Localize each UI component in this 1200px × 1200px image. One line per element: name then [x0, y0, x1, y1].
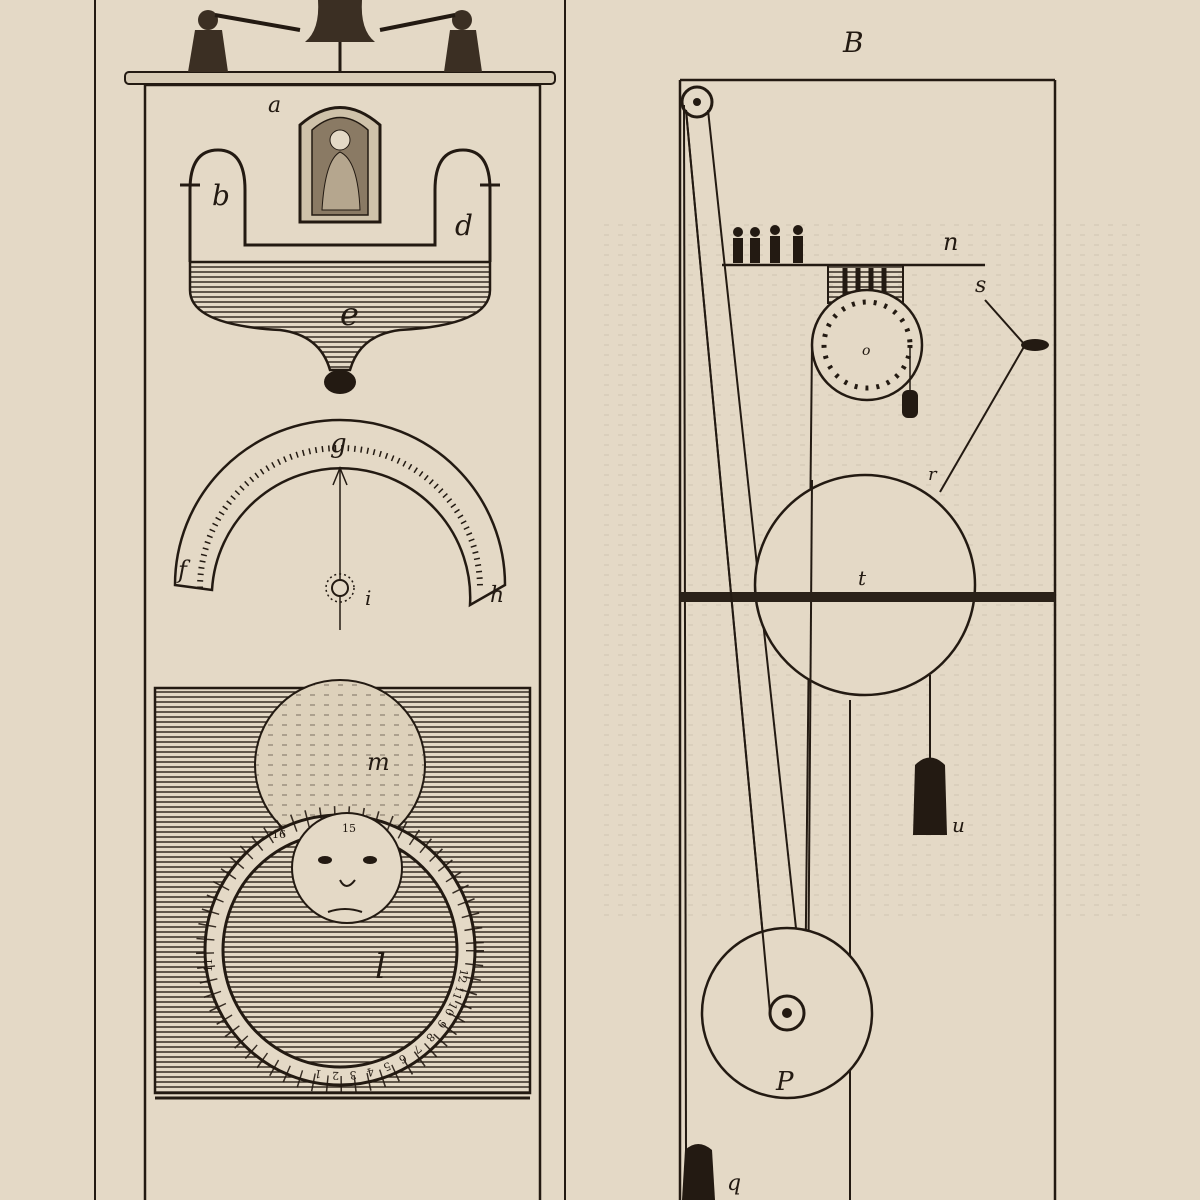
wheel-o [810, 288, 924, 402]
label-m: m [367, 748, 390, 776]
weight-u [913, 757, 947, 835]
label-n: n [943, 228, 958, 256]
label-o: o [862, 343, 870, 359]
label-i: i [365, 586, 371, 610]
small-weight [902, 390, 918, 418]
label-t: t [858, 566, 867, 590]
dial-number: 3 [349, 1068, 357, 1082]
madonna-niche [298, 106, 382, 224]
panel-title-b: B [842, 26, 864, 59]
sun-icon [331, 579, 349, 597]
dial-number-left-11: 11 [202, 958, 215, 972]
drain-knob [324, 370, 356, 394]
right-panel-weight-clock: B [678, 26, 1057, 1200]
bell-with-jacquemart-figures [188, 0, 482, 72]
horizontal-axle [680, 592, 1055, 602]
moon-face [291, 812, 403, 924]
dial-number-15: 15 [342, 822, 356, 835]
dial-number: 11 [449, 984, 466, 1002]
label-d: d [455, 209, 473, 242]
weight-q [682, 1144, 715, 1200]
dial-number: 4 [365, 1065, 375, 1079]
label-p: P [775, 1067, 794, 1097]
lunar-tank [153, 679, 532, 1100]
dial-number: 5 [381, 1059, 392, 1074]
dial-number: 12 [455, 968, 471, 984]
procession-figures [733, 225, 803, 263]
label-r: r [928, 464, 938, 485]
water-basin [188, 260, 492, 372]
label-f: f [176, 556, 191, 584]
dial-number: 2 [332, 1069, 339, 1082]
dial-number-16: 16 [272, 828, 286, 841]
label-s: s [975, 273, 986, 298]
label-l: l [375, 947, 386, 987]
label-q: q [727, 1171, 741, 1196]
dial-number: 10 [442, 1000, 460, 1018]
label-e: e [340, 295, 359, 333]
label-b: b [212, 179, 230, 212]
label-h: h [490, 583, 504, 608]
arc-gauge [173, 418, 507, 630]
label-u: u [952, 813, 965, 837]
label-a: a [268, 93, 281, 118]
label-g: g [330, 429, 347, 459]
dial-number: 1 [314, 1067, 323, 1081]
